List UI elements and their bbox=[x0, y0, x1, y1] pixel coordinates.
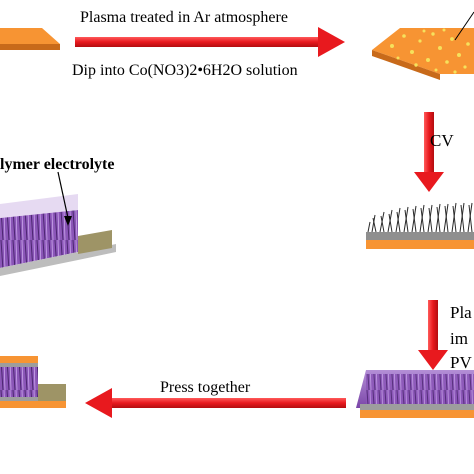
callout-line-top bbox=[454, 11, 474, 41]
flexible-device bbox=[0, 171, 116, 276]
label-polymer-electrolyte: lymer electrolyte bbox=[0, 156, 115, 173]
label-step-pva-line1: Pla bbox=[450, 303, 472, 322]
label-step-pva-line2: im bbox=[450, 329, 468, 348]
catalyst-substrate bbox=[372, 11, 474, 80]
label-step-plasma: Plasma treated in Ar atmosphere bbox=[80, 9, 288, 26]
label-step-pva-line3: PV bbox=[450, 353, 472, 372]
arrow-left-press bbox=[85, 388, 346, 418]
nanowire-substrate bbox=[366, 202, 474, 249]
arrow-right-plasma bbox=[75, 27, 345, 57]
nanowire-forest bbox=[367, 202, 473, 233]
arrow-down-cvd bbox=[414, 112, 444, 192]
bare-substrate bbox=[0, 28, 60, 50]
label-step-press: Press together bbox=[160, 379, 251, 396]
impregnated-electrode bbox=[356, 370, 474, 418]
catalyst-dots bbox=[390, 28, 470, 74]
label-step-cvd: CV bbox=[430, 131, 454, 150]
callout-line-electrolyte bbox=[57, 171, 69, 219]
arrow-down-pva bbox=[418, 300, 448, 370]
label-step-dip: Dip into Co(NO3)2•6H2O solution bbox=[72, 62, 298, 79]
pressed-device bbox=[0, 356, 66, 408]
